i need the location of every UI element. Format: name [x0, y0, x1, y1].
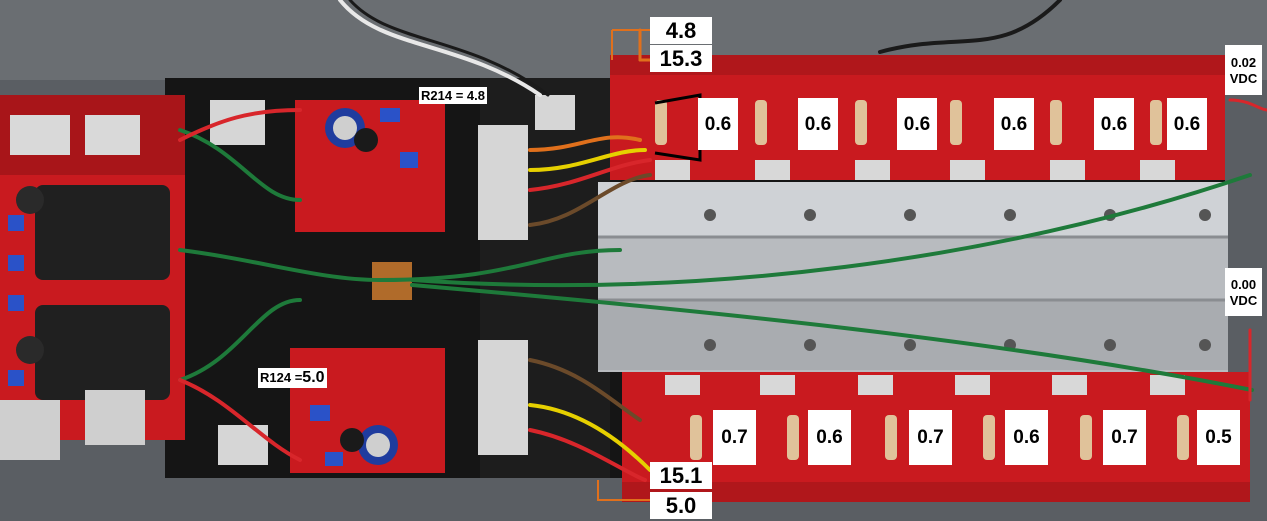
- dc-offset-top-unit: VDC: [1229, 70, 1258, 86]
- top-resistor-voltage: 0.6: [1167, 98, 1207, 150]
- voltage-label-5-0: 5.0: [650, 492, 712, 519]
- bottom-resistor-voltage: 0.7: [909, 410, 952, 465]
- top-resistor-voltage: 0.6: [897, 98, 937, 150]
- bottom-resistor-voltage: 0.7: [713, 410, 756, 465]
- r124-value: 5.0: [302, 369, 325, 386]
- top-resistor-voltage: 0.6: [1094, 98, 1134, 150]
- dc-offset-bottom-value: 0.00: [1230, 276, 1257, 292]
- top-resistor-voltage: 0.6: [994, 98, 1034, 150]
- terminal-strips: [210, 95, 575, 465]
- bottom-resistor-voltage: 0.7: [1103, 410, 1146, 465]
- dc-offset-bottom-unit: VDC: [1229, 292, 1258, 308]
- voltage-label-15-3: 15.3: [650, 45, 712, 72]
- psu-board: [0, 95, 185, 460]
- bottom-resistor-voltage: 0.5: [1197, 410, 1240, 465]
- top-driver-board: [295, 100, 445, 232]
- dc-offset-top: 0.02 VDC: [1225, 45, 1262, 95]
- dc-offset-top-value: 0.02: [1230, 54, 1257, 70]
- r214-label: R214 = 4.8: [419, 87, 487, 104]
- r124-prefix: R124 =: [260, 370, 303, 385]
- top-resistor-voltage: 0.6: [798, 98, 838, 150]
- r124-label: R124 =5.0: [258, 368, 327, 388]
- voltage-label-15-1: 15.1: [650, 462, 712, 489]
- bottom-driver-board: [290, 348, 445, 473]
- bottom-resistor-voltage: 0.6: [808, 410, 851, 465]
- voltage-label-4-8: 4.8: [650, 17, 712, 44]
- top-resistor-voltage: 0.6: [698, 98, 738, 150]
- bottom-resistor-voltage: 0.6: [1005, 410, 1048, 465]
- dc-offset-bottom: 0.00 VDC: [1225, 268, 1262, 316]
